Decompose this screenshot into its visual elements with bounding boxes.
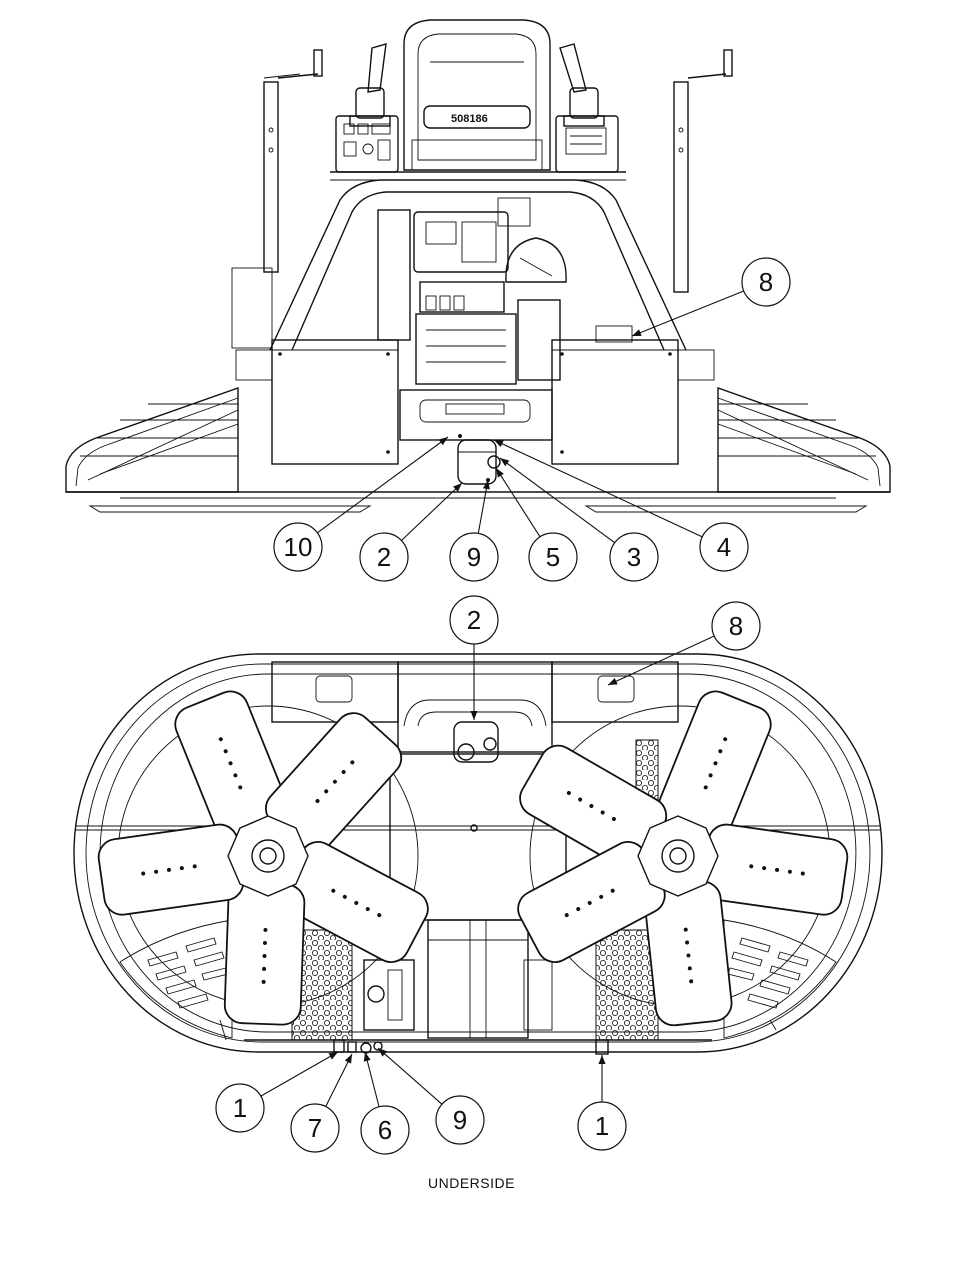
right-rotor: [517, 690, 849, 1027]
bottom-callouts: 2 8 1 7 6 9 1: [215, 595, 761, 1155]
left-rotor: [97, 690, 429, 1026]
slotted-guard-right: [723, 919, 837, 1039]
c-top-9-arrowhead: [482, 480, 490, 490]
joystick-left: [349, 43, 391, 127]
underside-caption: UNDERSIDE: [428, 1175, 515, 1191]
right-gearbox-cover: [551, 325, 715, 465]
c-top-5-label: 5: [546, 542, 560, 572]
c-bot-2-label: 2: [467, 605, 481, 635]
c-top-4-arrowhead: [494, 440, 504, 447]
c-bot-7-label: 7: [308, 1113, 322, 1143]
c-bot-2-balloon: [449, 595, 499, 645]
c-bot-8-arrowhead: [608, 678, 618, 685]
bottom-hardware: [219, 1019, 777, 1055]
c-top-10-leader: [317, 436, 449, 534]
c-bot-8-balloon: [711, 601, 761, 651]
c-bot-7-leader: [325, 1053, 353, 1107]
center-pump-assembly: [399, 389, 553, 485]
c-top-5-balloon: [528, 532, 578, 582]
c-top-3-label: 3: [627, 542, 641, 572]
c-top-5-leader: [495, 467, 541, 538]
underside-pump: [453, 721, 499, 763]
c-top-3-arrowhead: [500, 458, 510, 467]
main-frame: [269, 171, 687, 351]
top-view-machine: 508186: [65, 19, 891, 513]
operator-seat: 508186: [403, 19, 551, 171]
top-guard-rings: [65, 387, 891, 513]
c-bot-2-arrowhead: [470, 711, 478, 720]
c-top-8-leader: [631, 290, 744, 337]
engine: [377, 197, 567, 385]
c-bot-7-balloon: [290, 1103, 340, 1153]
joystick-right: [559, 43, 605, 127]
c-top-4-label: 4: [717, 532, 731, 562]
control-console-right: [555, 115, 619, 173]
c-top-9-label: 9: [467, 542, 481, 572]
c-bot-8-leader: [607, 635, 715, 686]
c-bot-1a-leader: [260, 1051, 339, 1097]
c-top-4-leader: [493, 439, 703, 538]
c-top-3-balloon: [609, 532, 659, 582]
c-bot-8-label: 8: [729, 611, 743, 641]
c-bot-6-balloon: [360, 1105, 410, 1155]
c-bot-9-arrowhead: [378, 1048, 388, 1057]
c-top-8-label: 8: [759, 267, 773, 297]
c-bot-6-arrowhead: [363, 1052, 371, 1062]
seat-part-number: 508186: [451, 113, 488, 125]
c-top-10-label: 10: [284, 532, 313, 562]
control-console-left: [335, 115, 399, 173]
c-top-10-balloon: [273, 522, 323, 572]
c-top-8-arrowhead: [632, 329, 642, 336]
top-callouts: 8 10 2 9 5 3 4: [273, 257, 791, 582]
c-bot-1a-arrowhead: [328, 1052, 338, 1060]
left-gearbox-cover: [231, 267, 399, 465]
underside-view: UNDERSIDE: [73, 653, 883, 1191]
c-bot-1b-arrowhead: [598, 1055, 606, 1064]
c-top-5-arrowhead: [496, 468, 504, 478]
c-bot-6-label: 6: [378, 1115, 392, 1145]
c-bot-1a-balloon: [215, 1083, 265, 1133]
c-bot-1b-balloon: [577, 1101, 627, 1151]
c-top-10-arrowhead: [438, 437, 448, 446]
c-bot-9-balloon: [435, 1095, 485, 1145]
c-bot-9-leader: [377, 1047, 443, 1105]
c-top-3-leader: [499, 457, 616, 544]
steering-posts: [263, 49, 733, 293]
c-bot-1a-label: 1: [233, 1093, 247, 1123]
c-bot-6-leader: [364, 1051, 380, 1107]
c-top-2-balloon: [359, 532, 409, 582]
c-top-4-balloon: [699, 522, 749, 572]
c-top-9-balloon: [449, 532, 499, 582]
c-bot-1b-label: 1: [595, 1111, 609, 1141]
c-top-9-leader: [477, 479, 489, 534]
c-top-2-label: 2: [377, 542, 391, 572]
c-top-2-leader: [401, 482, 463, 541]
c-bot-7-arrowhead: [344, 1054, 352, 1064]
c-top-8-balloon: [741, 257, 791, 307]
slotted-guard-left: [119, 919, 233, 1039]
c-bot-9-label: 9: [453, 1105, 467, 1135]
c-top-2-arrowhead: [453, 483, 462, 492]
